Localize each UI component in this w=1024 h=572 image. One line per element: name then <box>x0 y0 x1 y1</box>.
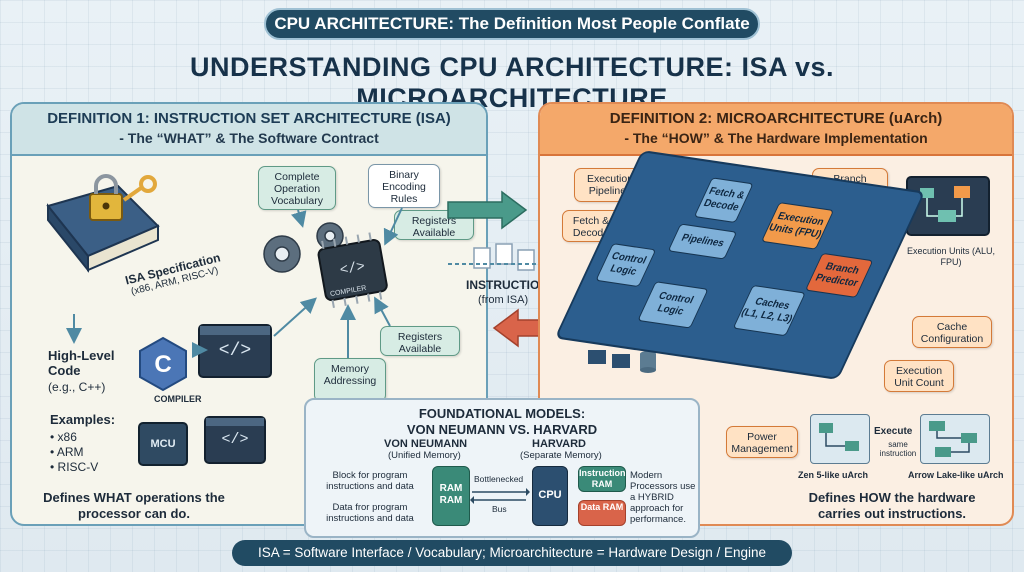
bus-label: Bus <box>492 504 507 514</box>
instructions-sub: (from ISA) <box>478 294 529 306</box>
zen-diagram <box>810 414 870 464</box>
note-binary-encoding: Binary Encoding Rules <box>368 164 440 208</box>
harvard-title: HARVARD <box>532 438 586 450</box>
isa-book-icon <box>46 174 160 273</box>
uarch-panel-header: DEFINITION 2: MICROARCHITECTURE (uArch) … <box>540 104 1012 156</box>
example-riscv: • RISC-V <box>50 460 99 474</box>
note-registers-bottom: Registers Available <box>380 326 460 356</box>
von-neumann-sub: (Unified Memory) <box>388 450 461 461</box>
note-power-management: Power Management <box>726 426 798 458</box>
uarch-panel-subtitle: - The “HOW” & The Hardware Implementatio… <box>624 130 928 146</box>
vn-note-2: Data fror program instructions and data <box>326 502 414 524</box>
models-title: FOUNDATIONAL MODELS: <box>418 406 586 421</box>
isa-flow-arrows <box>66 207 403 358</box>
block-pipelines: Pipelines <box>667 223 738 260</box>
hybrid-note: Modern Processors use a HYBRID approach … <box>630 470 696 525</box>
examples-title: Examples: <box>50 412 116 427</box>
svg-text:</>: </> <box>339 259 367 279</box>
bus-arrows <box>470 488 530 504</box>
code-glyph-small-icon: </> <box>221 431 249 448</box>
execution-units-label: Execution Units (ALU, FPU) <box>906 246 996 267</box>
isa-panel-title: DEFINITION 1: INSTRUCTION SET ARCHITECTU… <box>47 110 451 127</box>
arrow-lake-diagram <box>920 414 990 464</box>
vn-ram-block: RAM RAM <box>432 466 470 526</box>
note-exec-count: Execution Unit Count <box>884 360 954 392</box>
mcu-chip-icon: MCU <box>138 422 188 466</box>
bottlenecked-label: Bottlenecked <box>474 474 524 484</box>
isa-panel-subtitle: - The “WHAT” & The Software Contract <box>119 130 379 146</box>
block-execution-units: Execution Units (FPU) <box>760 202 835 250</box>
block-caches: Caches (L1, L2, L3) <box>732 284 806 337</box>
note-cache-config: Cache Configuration <box>912 316 992 348</box>
code-glyph-icon: </> <box>218 341 252 361</box>
note-memory-addressing: Memory Addressing <box>314 358 386 402</box>
isa-footer: Defines WHAT operations the processor ca… <box>43 490 225 521</box>
isa-panel-header: DEFINITION 1: INSTRUCTION SET ARCHITECTU… <box>12 104 486 156</box>
bottom-banner: ISA = Software Interface / Vocabulary; M… <box>232 540 792 566</box>
harvard-sub: (Separate Memory) <box>520 450 602 461</box>
note-registers-top: Registers Available <box>394 210 474 240</box>
block-control-logic-1: Control Logic <box>595 243 657 288</box>
high-level-code-label: High-Level Code <box>48 348 115 378</box>
zen-flow-icon <box>819 423 859 451</box>
same-instruction-label: same instruction <box>879 440 917 458</box>
zen-label: Zen 5-like uArch <box>798 470 869 480</box>
middle-arrows <box>447 190 573 348</box>
foundational-models-box: FOUNDATIONAL MODELS: VON NEUMANN VS. HAR… <box>304 398 700 538</box>
code-window: </> <box>198 324 272 378</box>
compiler-label: COMPILER <box>154 394 202 404</box>
top-banner: CPU ARCHITECTURE: The Definition Most Pe… <box>264 8 760 40</box>
svg-text:C: C <box>154 351 171 378</box>
models-title-2: VON NEUMANN VS. HARVARD <box>406 422 598 437</box>
gears-icon <box>263 222 344 273</box>
high-level-code-sub: (e.g., C++) <box>48 380 106 394</box>
arrow-lake-label: Arrow Lake-like uArch <box>908 470 1004 480</box>
note-operation-vocabulary: Complete Operation Vocabulary <box>258 166 336 210</box>
cpp-logo-icon: C <box>139 336 187 392</box>
example-x86: • x86 <box>50 430 77 444</box>
execute-label: Execute <box>874 426 913 437</box>
von-neumann-title: VON NEUMANN <box>384 438 468 450</box>
uarch-footer: Defines HOW the hardware carries out ins… <box>808 490 976 521</box>
compiler-chip-icon: </> <box>317 232 388 309</box>
block-branch-predictor: Branch Predictor <box>804 252 874 298</box>
block-fetch-decode: Fetch & Decode <box>693 177 754 224</box>
cpu-block: CPU <box>532 466 568 526</box>
block-control-logic-2: Control Logic <box>637 281 709 329</box>
isa-panel: DEFINITION 1: INSTRUCTION SET ARCHITECTU… <box>10 102 488 526</box>
code-window-small: </> <box>204 416 266 464</box>
flow-diagram-icon <box>920 186 970 222</box>
data-ram-block: Data RAM <box>578 500 626 526</box>
vn-note-1: Block for program instructions and data <box>326 470 414 492</box>
uarch-panel-title: DEFINITION 2: MICROARCHITECTURE (uArch) <box>609 110 943 127</box>
example-arm: • ARM <box>50 445 84 459</box>
instructions-label: INSTRUCTIONS <box>466 278 556 292</box>
instruction-ram-block: Instruction RAM <box>578 466 626 492</box>
arrow-lake-flow-icon <box>929 421 977 457</box>
